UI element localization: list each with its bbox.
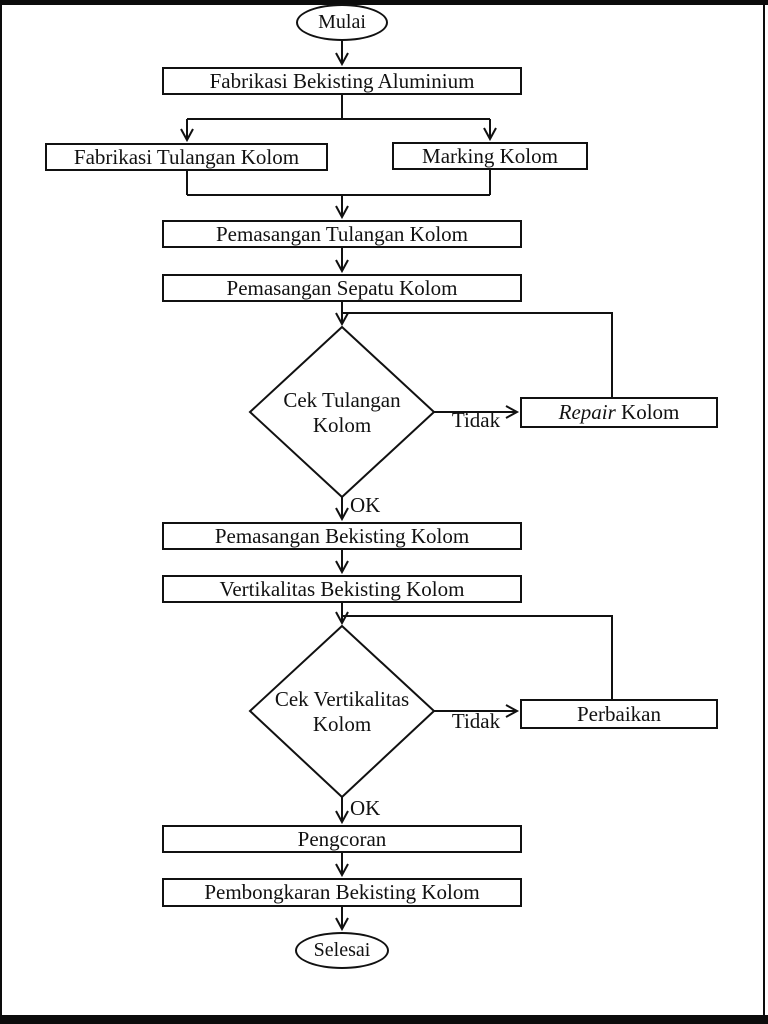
edge-label-tidak-2: Tidak [451, 709, 501, 733]
process-perbaikan: Perbaikan [520, 699, 718, 729]
process-pemasangan-sepatu-kolom: Pemasangan Sepatu Kolom [162, 274, 522, 302]
repair-italic-text: Repair [558, 400, 616, 425]
process-vertikalitas-bekisting-kolom: Vertikalitas Bekisting Kolom [162, 575, 522, 603]
decision-cek-tulangan-label: Cek Tulangan Kolom [283, 387, 401, 437]
process-pemasangan-bekisting-kolom: Pemasangan Bekisting Kolom [162, 522, 522, 550]
process-pengcoran: Pengcoran [162, 825, 522, 853]
terminator-end: Selesai [295, 932, 389, 969]
edge-label-tidak-1: Tidak [451, 408, 501, 432]
repair-rest-text: Kolom [621, 400, 680, 425]
decision-cek-tulangan-shape [248, 325, 436, 499]
decision-cek-vertikalitas-label: Cek Vertikalitas Kolom [274, 686, 410, 736]
connector-repair-feedback [342, 312, 613, 397]
connector-perbaikan-feedback [342, 615, 613, 699]
decision-cek-vertikalitas-shape [248, 624, 436, 799]
terminator-start: Mulai [296, 4, 388, 41]
process-marking-kolom: Marking Kolom [392, 142, 588, 170]
edge-label-ok-1: OK [350, 493, 381, 517]
process-pembongkaran-bekisting-kolom: Pembongkaran Bekisting Kolom [162, 878, 522, 907]
process-pemasangan-tulangan-kolom: Pemasangan Tulangan Kolom [162, 220, 522, 248]
page-border-bottom [0, 1015, 768, 1024]
page-border-top [0, 0, 768, 5]
page-border-right [763, 0, 765, 1024]
process-fabrikasi-tulangan-kolom: Fabrikasi Tulangan Kolom [45, 143, 328, 171]
page-border-left [0, 0, 2, 1024]
process-fabrikasi-bekisting-aluminium: Fabrikasi Bekisting Aluminium [162, 67, 522, 95]
edge-label-ok-2: OK [350, 796, 381, 820]
